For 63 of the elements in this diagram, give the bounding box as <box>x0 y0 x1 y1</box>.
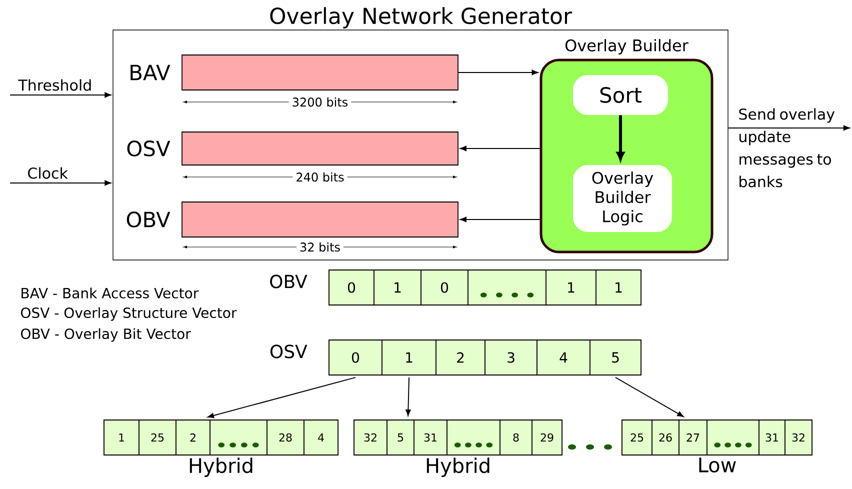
vector-cell: 27 <box>678 420 708 456</box>
ellipsis-cell <box>446 420 500 456</box>
arrow <box>406 376 411 416</box>
vector-cell: 29 <box>532 420 562 456</box>
vector-cell: 4 <box>536 340 590 376</box>
node-label: Hybrid <box>190 458 252 477</box>
vector-cell: 1 <box>104 420 140 456</box>
vector-register: OBV <box>126 202 458 238</box>
ellipsis-cell <box>706 420 760 456</box>
node-label: Hybrid <box>426 458 490 477</box>
arrow <box>458 70 538 76</box>
vector-register: BAV <box>130 54 458 90</box>
vector-cell: 32 <box>784 420 812 456</box>
legend-text: BAV - Bank Access Vector <box>22 288 199 298</box>
arrow <box>208 376 356 418</box>
vector-cell: 8 <box>500 420 532 456</box>
arrow <box>460 216 540 222</box>
vector-cell: 2 <box>436 340 486 376</box>
vector-cell: 32 <box>354 420 388 456</box>
node-label: Overlay Network Generator <box>270 7 572 28</box>
vector-cell: 31 <box>758 420 786 456</box>
vector-cell: 0 <box>328 340 382 376</box>
vector-cell: 5 <box>386 420 414 456</box>
vector-cell: 0 <box>328 270 374 306</box>
node-label: OBV <box>270 274 308 288</box>
vector-register: OSV <box>127 132 458 166</box>
dimension-label: 240 bits <box>292 171 348 183</box>
output-label: Send overlay update messages to banks <box>739 108 835 188</box>
node-label: Low <box>699 458 736 473</box>
node-label: Overlay Builder <box>565 39 688 55</box>
ellipsis-cell <box>210 420 268 456</box>
arrow <box>10 92 112 98</box>
vector-cell: 26 <box>652 420 680 456</box>
dimension-label: 32 bits <box>296 241 344 253</box>
vector-cell: 25 <box>622 420 652 456</box>
ellipsis-cell <box>468 270 546 306</box>
arrow <box>460 146 540 152</box>
vector-cell: 1 <box>374 270 422 306</box>
vector-cell: 31 <box>414 420 448 456</box>
vector-cell: 25 <box>138 420 176 456</box>
input-label: Clock <box>28 167 68 179</box>
node-label: OSV <box>270 344 308 358</box>
vector-cell: 1 <box>546 270 596 306</box>
arrow <box>615 376 684 417</box>
vector-cell: 4 <box>304 420 338 456</box>
arrow <box>10 180 112 186</box>
vector-cell: 28 <box>266 420 304 456</box>
process-bubble: Sort <box>573 75 668 115</box>
input-label: Threshold <box>18 79 91 91</box>
vector-cell: 5 <box>590 340 642 376</box>
node-label: OSV <box>127 140 170 156</box>
legend-text: OSV - Overlay Structure Vector <box>21 307 237 321</box>
arrow <box>728 125 850 131</box>
vector-cell: 3 <box>484 340 538 376</box>
node-label: OBV <box>126 212 170 228</box>
vector-cell: 1 <box>596 270 642 306</box>
vector-cell: 2 <box>176 420 210 456</box>
dimension-label: 3200 bits <box>288 96 352 108</box>
vector-cell: 1 <box>382 340 436 376</box>
node-label: BAV <box>130 64 170 80</box>
legend-text: OBV - Overlay Bit Vector <box>21 328 191 342</box>
process-bubble: Overlay Builder Logic <box>573 165 672 232</box>
vector-cell: 0 <box>420 270 468 306</box>
